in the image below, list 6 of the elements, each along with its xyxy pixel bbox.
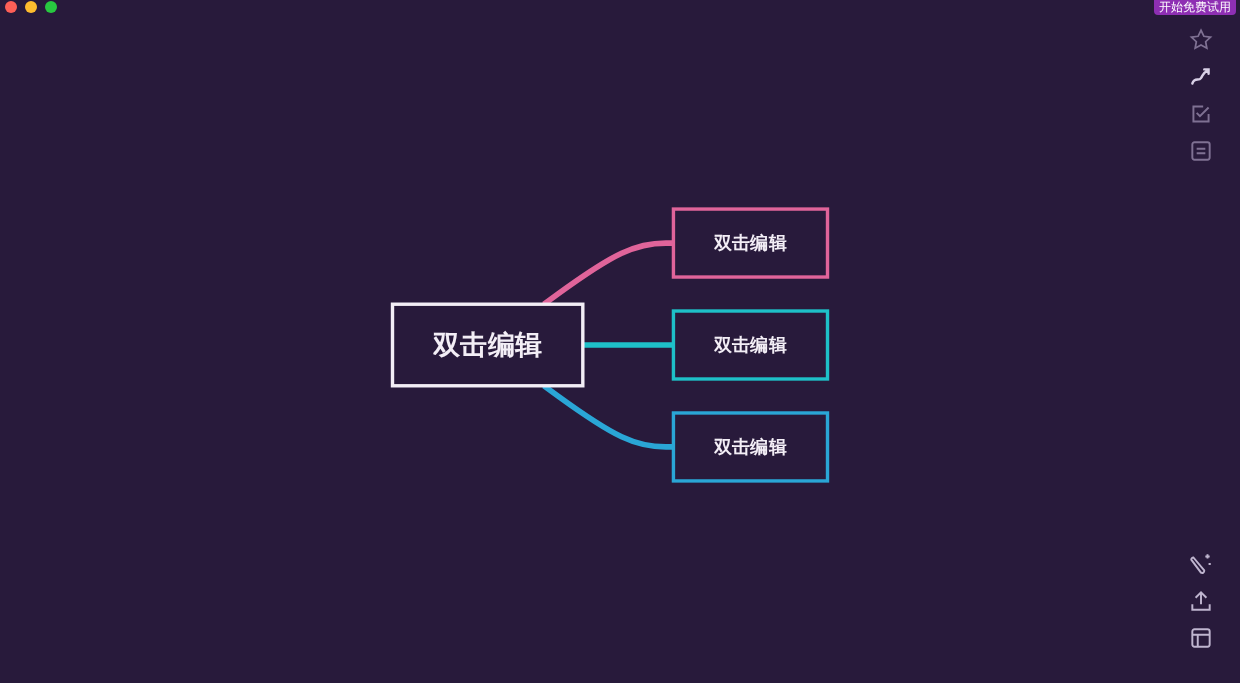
node-box: 双击编辑 [671, 207, 830, 279]
node-box: 双击编辑 [390, 302, 585, 388]
node-box: 双击编辑 [671, 309, 830, 381]
free-trial-button: 开始免费试用 [1154, 0, 1236, 15]
node-box: 双击编辑 [671, 411, 830, 483]
connector [582, 342, 674, 348]
